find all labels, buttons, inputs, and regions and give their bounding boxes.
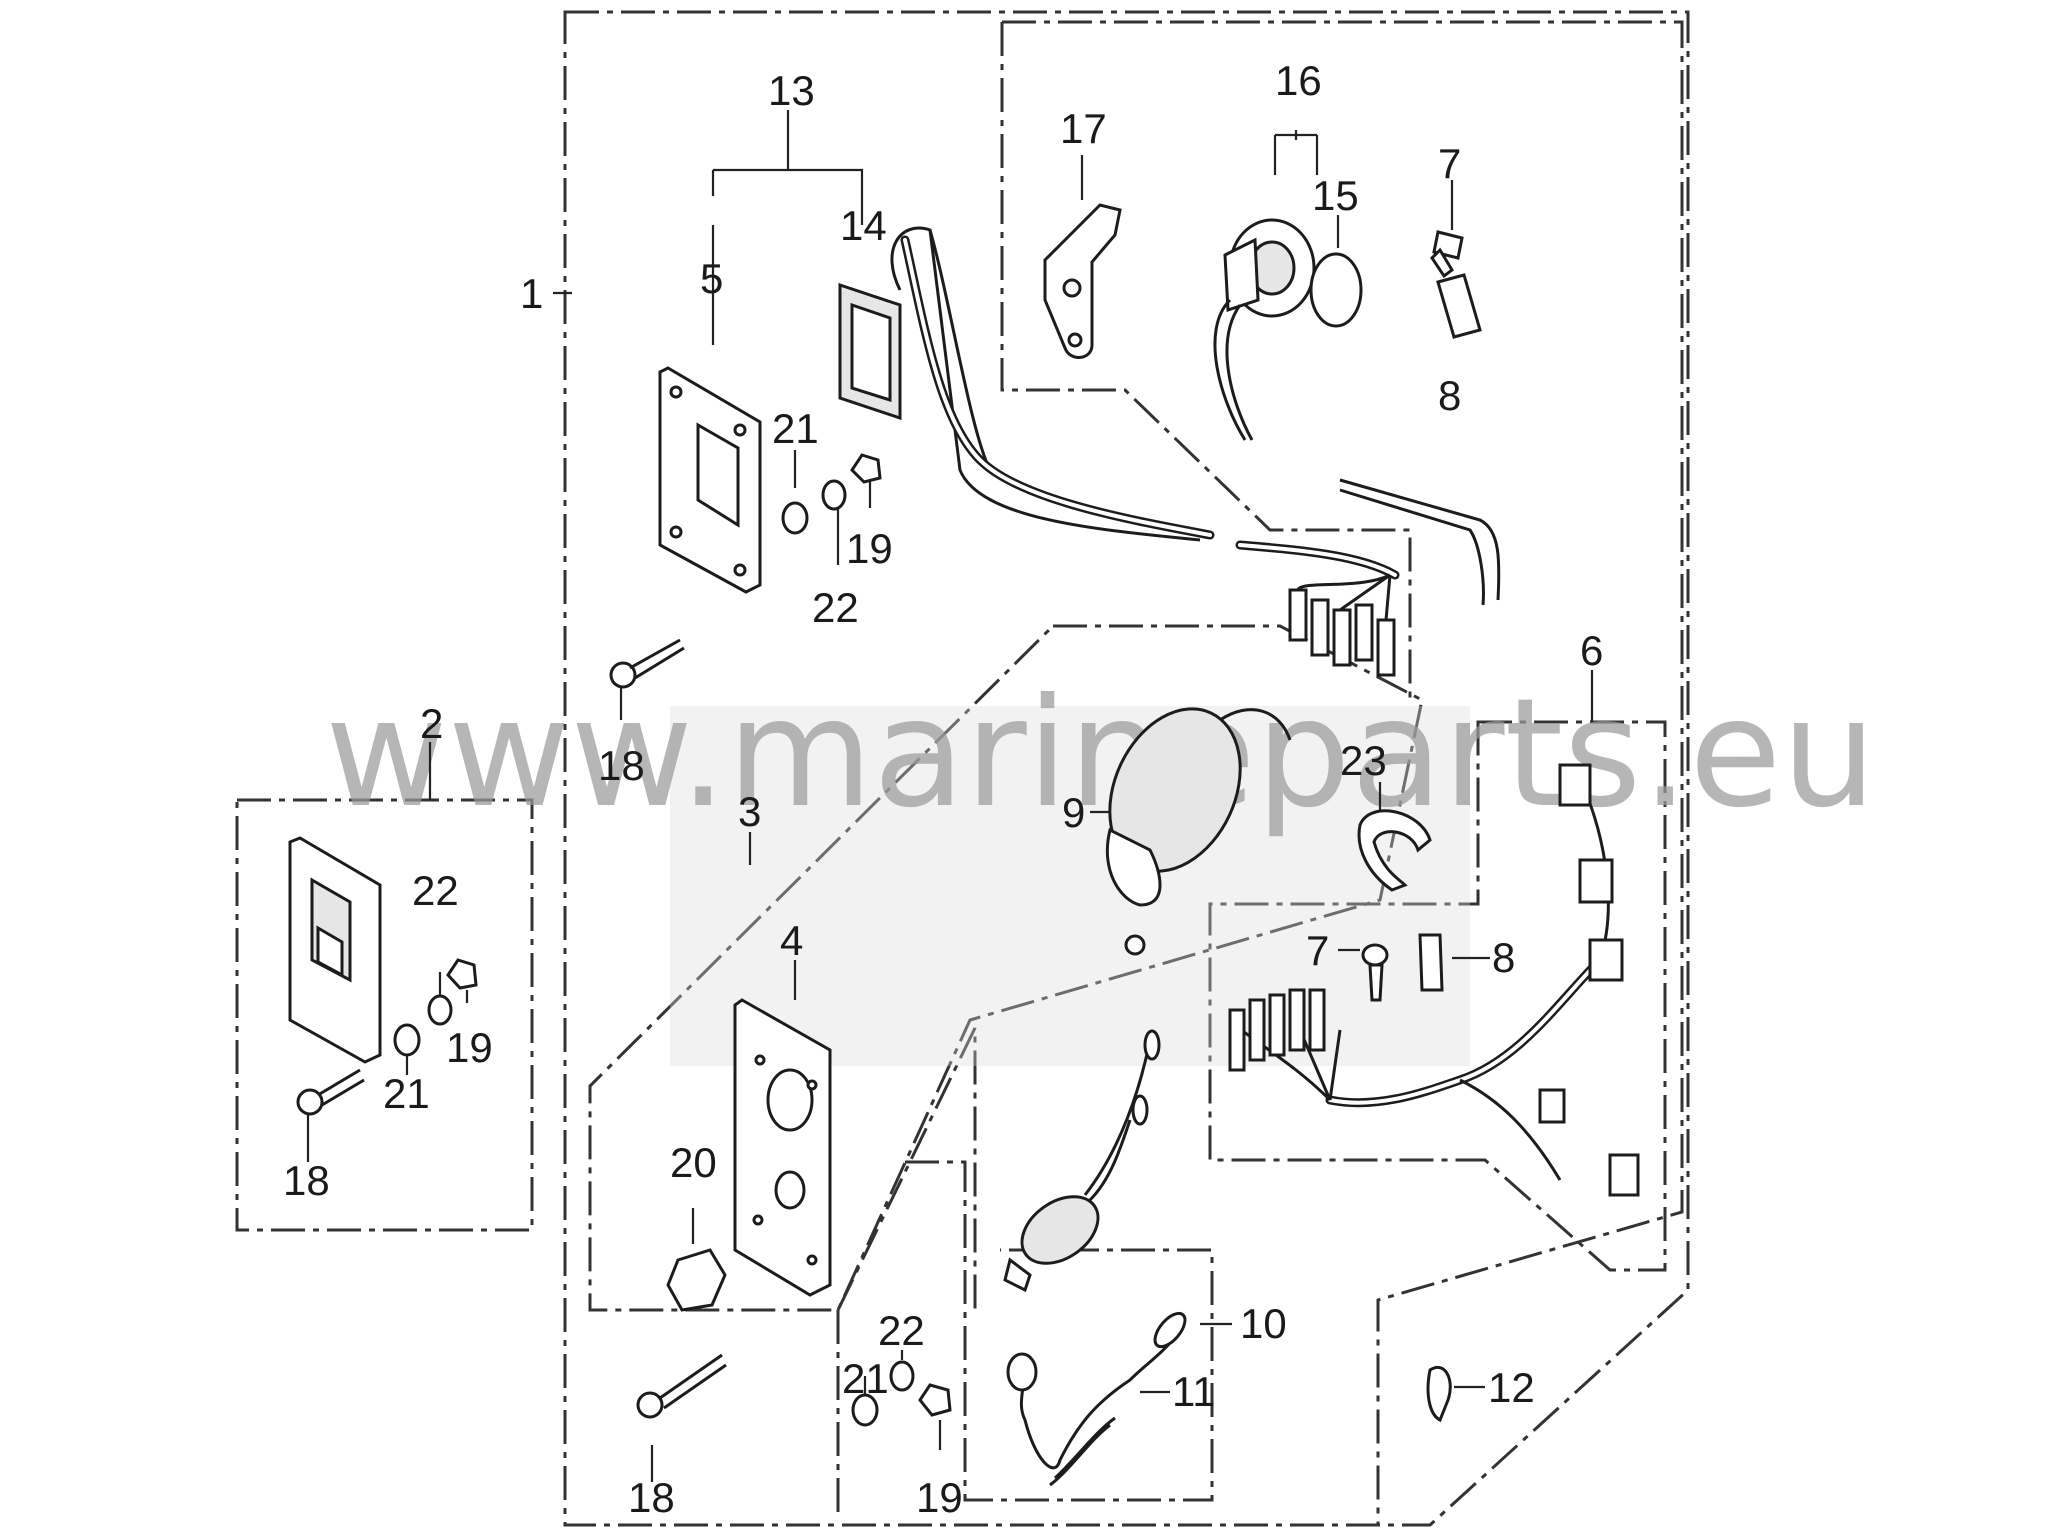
callout-23: 23 bbox=[1340, 737, 1387, 784]
callout-7-upper: 7 bbox=[1438, 140, 1461, 187]
group-17-inner-boundary bbox=[1000, 22, 1412, 700]
callout-16: 16 bbox=[1275, 57, 1322, 104]
ignition-switch bbox=[1105, 707, 1292, 956]
cable-continuation bbox=[1235, 540, 1400, 580]
callout-7-lower: 7 bbox=[1306, 927, 1329, 974]
callout-21-upper: 21 bbox=[772, 405, 819, 452]
callout-19-lower: 19 bbox=[916, 1474, 963, 1521]
callout-14: 14 bbox=[840, 202, 887, 249]
group-10-boundary bbox=[905, 1160, 1214, 1502]
callout-19-left: 19 bbox=[446, 1024, 493, 1071]
callout-18-lower: 18 bbox=[628, 1474, 675, 1521]
bolt-and-sleeve-upper bbox=[1430, 230, 1482, 339]
ground-wire-pair bbox=[1339, 478, 1501, 606]
callout-8-lower: 8 bbox=[1492, 934, 1515, 981]
callout-9: 9 bbox=[1062, 789, 1085, 836]
screw-lower bbox=[636, 1353, 727, 1419]
leader-lines bbox=[306, 110, 1594, 1482]
stop-switch bbox=[1003, 1029, 1161, 1293]
callout-22-left: 22 bbox=[412, 867, 459, 914]
callout-22-lower: 22 bbox=[878, 1307, 925, 1354]
callout-20: 20 bbox=[670, 1139, 717, 1186]
wire-harness bbox=[1228, 763, 1640, 1197]
callout-12: 12 bbox=[1488, 1364, 1535, 1411]
callout-labels: 1 2 3 4 5 6 7 7 8 8 9 10 11 12 13 14 15 … bbox=[283, 57, 1603, 1521]
callout-15: 15 bbox=[1312, 172, 1359, 219]
callout-8-upper: 8 bbox=[1438, 372, 1461, 419]
mounting-plate bbox=[733, 998, 832, 1297]
switch-panel-small bbox=[288, 836, 478, 1116]
screw-upper bbox=[609, 638, 685, 689]
assembly-1-boundary bbox=[563, 10, 1690, 1527]
mounting-bracket bbox=[1043, 203, 1122, 359]
hex-nut bbox=[666, 1248, 727, 1312]
callout-22-upper: 22 bbox=[812, 584, 859, 631]
group-6-boundary bbox=[1208, 720, 1667, 1272]
watermark-text: www.marineparts.eu bbox=[325, 667, 1877, 841]
callout-6: 6 bbox=[1580, 627, 1603, 674]
callout-18-upper: 18 bbox=[598, 742, 645, 789]
callout-19-upper: 19 bbox=[846, 525, 893, 572]
switch-panel-plate bbox=[658, 366, 762, 594]
group-4-boundary bbox=[836, 1027, 977, 1520]
callout-21-left: 21 bbox=[383, 1070, 430, 1117]
nuts-upper bbox=[781, 453, 882, 535]
callout-4: 4 bbox=[780, 917, 803, 964]
hose-clip bbox=[1426, 1366, 1452, 1423]
group-2-boundary bbox=[235, 798, 534, 1232]
bolt-and-sleeve-lower bbox=[1361, 933, 1444, 1002]
parts bbox=[288, 203, 1640, 1487]
callout-18-left: 18 bbox=[283, 1157, 330, 1204]
group-16-17-boundary bbox=[1002, 20, 1684, 1525]
switch-unit bbox=[838, 226, 1201, 542]
emergency-stop-lanyard bbox=[1006, 1311, 1187, 1487]
callout-3: 3 bbox=[738, 788, 761, 835]
callout-5: 5 bbox=[700, 255, 723, 302]
connector-bundle-upper bbox=[1288, 573, 1396, 677]
callout-21-lower: 21 bbox=[842, 1355, 889, 1402]
wire-clip bbox=[1357, 809, 1432, 892]
watermark-logo-block bbox=[670, 706, 1470, 1066]
key-switch-assembly bbox=[1213, 218, 1363, 441]
callout-10: 10 bbox=[1240, 1300, 1287, 1347]
callout-13: 13 bbox=[768, 67, 815, 114]
callout-2: 2 bbox=[420, 700, 443, 747]
callout-17: 17 bbox=[1060, 105, 1107, 152]
callout-1: 1 bbox=[520, 270, 543, 317]
watermark-group: www.marineparts.eu bbox=[325, 667, 1877, 1066]
callout-11: 11 bbox=[1172, 1368, 1216, 1415]
nuts-lower bbox=[851, 1360, 952, 1427]
